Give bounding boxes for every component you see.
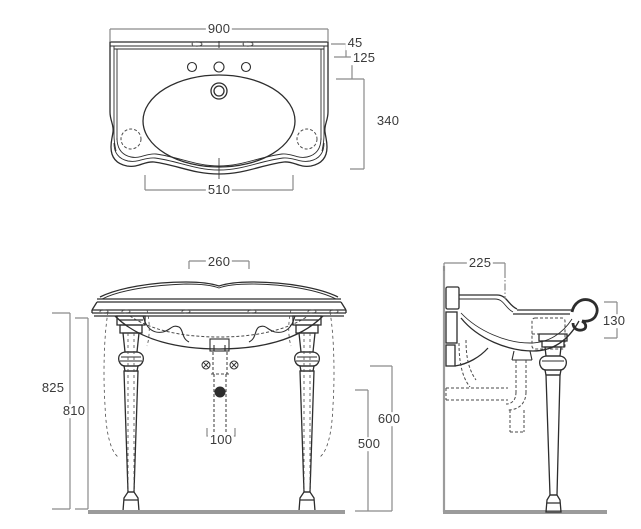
bowl-underside [114,315,324,350]
wall-outlet-dot [214,386,226,398]
dim-plan-tap-line: 125 [350,50,378,66]
rim-fixing-marks [99,309,339,314]
side-dimension-lines [443,262,618,339]
drain-hole-outer [210,82,228,100]
drain-fitting [209,338,230,352]
bowl-section-inner [460,312,573,344]
backsplash-profile [445,286,460,367]
dim-plan-front-edge: 510 [205,182,233,198]
hidden-details-side [445,317,566,433]
hidden-bowl-curve [129,315,309,338]
front-rim-curl [571,319,588,332]
rim-band [91,298,347,317]
basin-bowl-oval [142,74,296,168]
hidden-fixing-circles [120,41,318,150]
dim-front-height-top: 825 [39,380,67,396]
dim-front-outlet-upper: 600 [375,411,403,427]
dim-front-height-bottom: 810 [60,403,88,419]
dim-side-wall-depth: 225 [466,255,494,271]
deck-profile [459,294,572,315]
left-corbel [142,315,190,343]
dim-plan-bowl-depth: 340 [374,113,402,129]
side-skirt [454,347,489,367]
basin-top-arch [99,281,339,298]
plan-view [109,41,329,179]
dim-side-front-apron: 130 [600,313,628,329]
drain-hole-inner [213,85,225,97]
right-corbel [248,315,296,343]
side-view [442,266,607,514]
dim-plan-back-edge: 45 [345,35,365,51]
drain-boss-side [511,350,533,361]
front-rim-knuckle [570,298,599,323]
fixing-screw-right [229,360,239,370]
fixing-screw-left [201,360,211,370]
dim-front-outlet-lower: 500 [355,436,383,452]
tap-holes [186,61,252,73]
dim-plan-overall-width: 900 [205,21,233,37]
front-view [88,281,347,514]
console-leg-front [103,309,150,512]
console-leg-side [538,333,568,513]
dim-front-center-width: 260 [205,254,233,270]
dim-front-drain-gap: 100 [207,432,235,448]
